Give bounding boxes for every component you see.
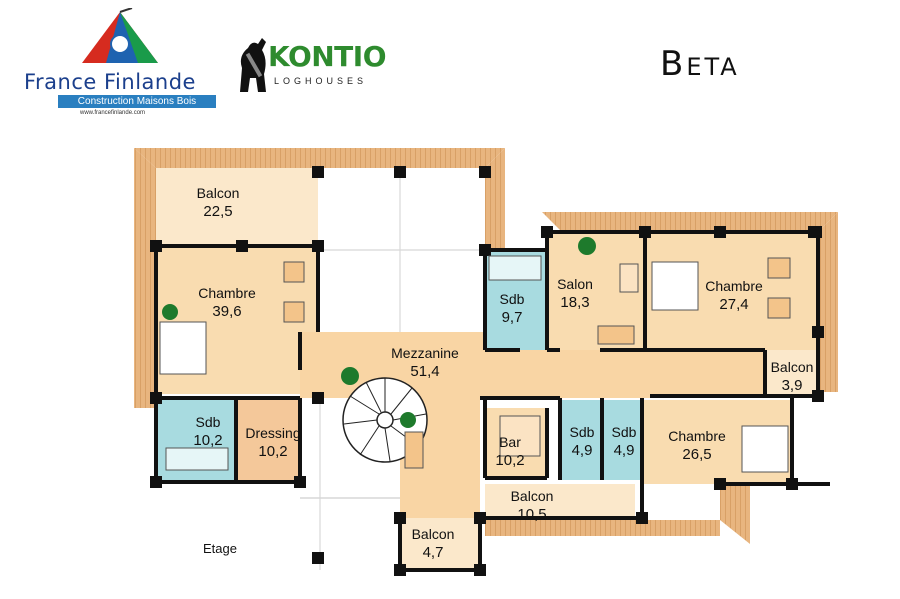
room-area-sdb-s1: 4,9: [572, 442, 593, 459]
kontio-wordmark: KONTIO: [268, 40, 387, 73]
bathtub-sdb-sw: [165, 447, 229, 471]
room-name-chambre-w: Chambre: [198, 285, 256, 301]
bed-chambre-ne: [651, 261, 699, 311]
brand-tagline: Construction Maisons Bois: [58, 95, 216, 108]
roof-overhang-west: [134, 148, 156, 408]
walls: [154, 230, 830, 572]
room-name-balcon-s: Balcon: [511, 488, 554, 504]
room-area-dressing: 10,2: [258, 443, 287, 460]
table-salon: [619, 263, 639, 293]
room-area-chambre-w: 39,6: [212, 303, 241, 320]
plant-salon: [578, 237, 596, 255]
room-name-balcon-sm: Balcon: [412, 526, 455, 542]
plant-stair-hall: [400, 412, 416, 428]
roof-overhang-north: [134, 148, 505, 168]
room-name-sdb-sw: Sdb: [196, 414, 221, 430]
room-name-chambre-se: Chambre: [668, 428, 726, 444]
chair-chambre-w-2: [283, 301, 305, 323]
model-title: Beta: [660, 44, 740, 84]
room-name-sdb-n: Sdb: [500, 291, 525, 307]
room-area-balcon-sm: 4,7: [423, 544, 444, 561]
brand-url: www.francefinlande.com: [80, 110, 146, 116]
room-area-salon: 18,3: [560, 294, 589, 311]
room-name-balcon-nw: Balcon: [197, 185, 240, 201]
kontio-logo: KONTIO LOGHOUSES: [232, 34, 392, 96]
room-area-sdb-sw: 10,2: [193, 432, 222, 449]
chair-chambre-w-1: [283, 261, 305, 283]
balcon-s-floor: [485, 484, 635, 518]
kontio-subtitle: LOGHOUSES: [274, 76, 368, 86]
tent-emblem-icon: [82, 8, 158, 63]
roof-overhang-south: [485, 520, 720, 536]
chair-chambre-ne-1: [767, 257, 791, 279]
chair-chambre-ne-2: [767, 297, 791, 319]
sofa-salon: [597, 325, 635, 345]
furniture: [159, 255, 791, 473]
dressing-floor: [236, 400, 300, 480]
balcon-e-floor: [765, 350, 818, 396]
sdb-s2-floor: [602, 400, 642, 480]
room-name-mezzanine: Mezzanine: [391, 345, 459, 361]
room-area-mezzanine: 51,4: [410, 363, 439, 380]
room-area-balcon-nw: 22,5: [203, 203, 232, 220]
bathtub-sdb-n: [488, 255, 542, 281]
room-area-sdb-s2: 4,9: [614, 442, 635, 459]
room-area-chambre-se: 26,5: [682, 446, 711, 463]
room-area-balcon-e: 3,9: [782, 377, 803, 394]
void-grid: [300, 168, 485, 570]
france-finlande-logo: France Finlande Construction Maisons Boi…: [20, 8, 220, 120]
room-area-chambre-ne: 27,4: [719, 296, 748, 313]
plant-mezzanine: [341, 367, 359, 385]
roof-overhang-south-east: [720, 484, 750, 544]
room-name-sdb-s2: Sdb: [612, 424, 637, 440]
table-bar: [499, 415, 541, 457]
room-name-chambre-ne: Chambre: [705, 278, 763, 294]
bed-chambre-w: [159, 321, 207, 375]
room-name-dressing: Dressing: [245, 425, 300, 441]
level-label: Etage: [203, 541, 237, 556]
plants: [162, 237, 596, 428]
sdb-s1-floor: [560, 400, 602, 480]
roof-overhang-east: [818, 212, 838, 392]
room-area-balcon-s: 10,5: [517, 506, 546, 523]
room-name-bar: Bar: [499, 434, 521, 450]
brand-name: France Finlande: [24, 70, 196, 94]
room-area-bar: 10,2: [495, 452, 524, 469]
bed-chambre-se: [741, 425, 789, 473]
sofa-stair-hall: [404, 431, 424, 469]
plant-chambre-w: [162, 304, 178, 320]
room-name-balcon-e: Balcon: [771, 359, 814, 375]
room-name-salon: Salon: [557, 276, 593, 292]
roof-overhang-salon: [542, 212, 838, 232]
room-area-sdb-n: 9,7: [502, 309, 523, 326]
balcon-sm-floor: [400, 518, 480, 568]
log-wall-posts: [150, 166, 824, 576]
room-name-sdb-s1: Sdb: [570, 424, 595, 440]
balcon-nw-floor: [156, 168, 318, 246]
bear-icon: [240, 38, 266, 92]
